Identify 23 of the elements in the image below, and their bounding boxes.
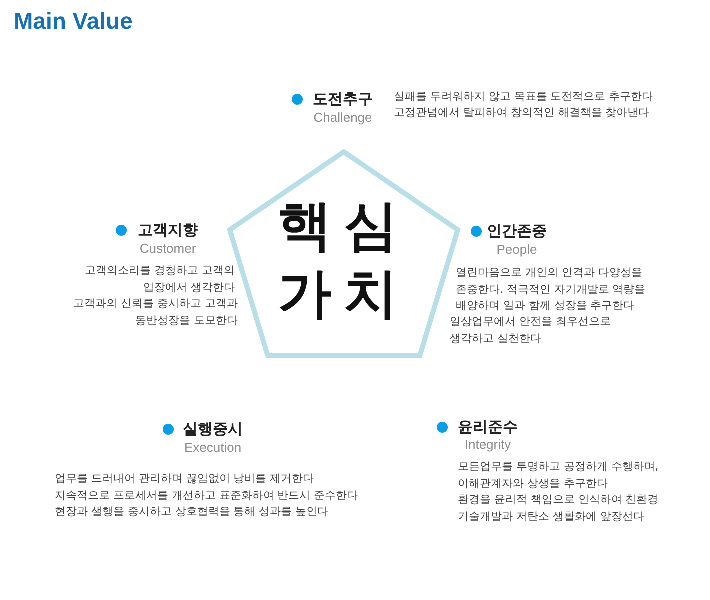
value-description: 고정관념에서 탈피하여 창의적인 해결책을 찾아낸다 [394,105,650,121]
value-subtitle: Integrity [464,437,512,453]
value-description: 모든업무를 투명하고 공정하게 수행하며, 이해관계자와 상생을 추구한다 [458,459,660,492]
value-heading: 고객지향 [138,220,198,240]
value-heading: 실행중시 [183,419,243,439]
value-subtitle: People [496,242,538,258]
value-description: 업무를 드러내어 관리하며 끊임없이 낭비를 제거한다 [55,471,314,487]
value-description: 열린마음으로 개인의 인격과 다양성을 존중한다. 적극적인 자기개발로 역량을 배양하며 일과 함께 성장을 추구한다 [456,265,647,314]
value-subtitle: Challenge [314,110,372,126]
value-subtitle: Execution [184,440,242,456]
value-description: 지속적으로 프로세서를 개선하고 표준화하여 반드시 준수한다 [55,488,358,504]
value-description: 환경을 윤리적 책임으로 인식하여 친환경 기술개발과 저탄소 생활화에 앞장선다 [458,492,660,524]
page-title: Main Value [14,8,133,35]
value-heading: 도전추구 [313,89,373,109]
value-subtitle: Customer [140,241,196,257]
value-heading: 윤리준수 [458,417,518,437]
value-description: 실패를 두려워하지 않고 목표를 도전적으로 추구한다 [394,89,654,105]
value-description: 현장과 샐행을 중시하고 상호협력을 통해 성과를 높인다 [55,504,329,520]
value-description: 고객의소리를 경청하고 고객의 입장에서 생각한다 [84,263,235,296]
value-description: 일상업무에서 안전을 최우선으로 생각하고 실천한다 [450,314,612,346]
value-heading: 인간존중 [487,221,547,241]
center-heading: 핵심 가치 [277,193,411,327]
value-description: 고객과의 신뢰를 중시하고 고객과 동반성장을 도모한다 [72,296,238,328]
